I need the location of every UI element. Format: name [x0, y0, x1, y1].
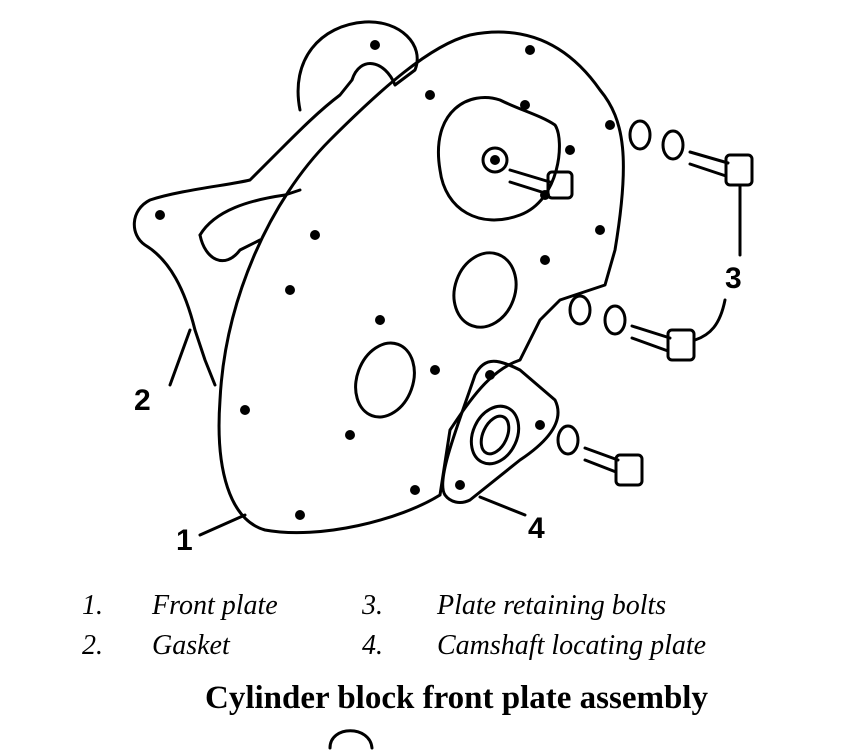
legend-label: Plate retaining bolts	[437, 590, 667, 621]
callout-1: 1	[176, 524, 193, 557]
front-plate	[217, 30, 625, 535]
gasket	[132, 20, 419, 387]
callout-3: 3	[725, 262, 742, 295]
legend-label: Gasket	[152, 630, 230, 661]
plate-holes	[155, 40, 615, 520]
legend-number: 1.	[82, 590, 103, 621]
legend-label: Camshaft locating plate	[437, 630, 707, 661]
callout-2: 2	[134, 384, 151, 417]
callout-4: 4	[528, 512, 545, 545]
legend-number: 2.	[82, 630, 103, 661]
legend-number: 3.	[362, 590, 383, 621]
plate-retaining-bolts	[481, 119, 754, 487]
legend-label: Front plate	[152, 590, 278, 621]
camshaft-locating-plate	[441, 359, 560, 504]
legend-number: 4.	[362, 630, 383, 661]
figure-caption: Cylinder block front plate assembly	[205, 680, 708, 716]
